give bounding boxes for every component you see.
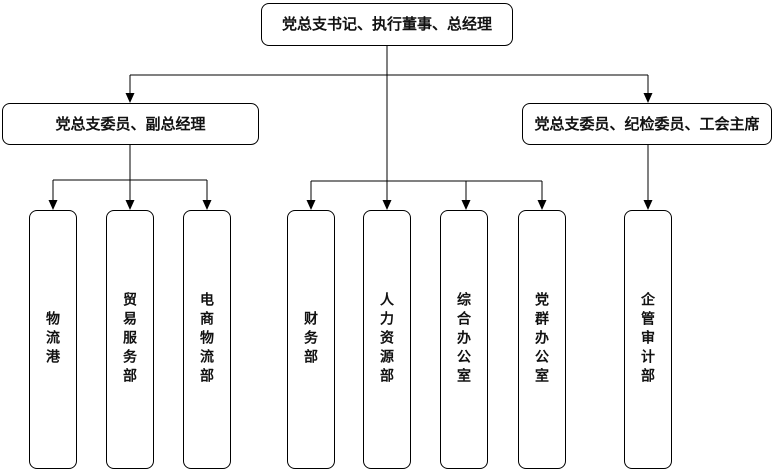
dept-label: 企管审计部 [640,292,656,387]
org-node-dept-audit: 企管审计部 [624,210,672,469]
org-node-deputy-manager-label: 党总支委员、副总经理 [55,115,206,133]
org-node-root-label: 党总支书记、执行董事、总经理 [281,16,492,33]
dept-label: 物流港 [45,311,61,368]
org-node-root: 党总支书记、执行董事、总经理 [261,3,513,46]
org-node-dept-general-office: 综合办公室 [440,210,488,469]
dept-label: 综合办公室 [456,292,472,387]
org-node-dept-party-mass-office: 党群办公室 [518,210,566,469]
dept-label: 党群办公室 [534,292,550,387]
org-node-deputy-manager: 党总支委员、副总经理 [2,103,259,145]
org-node-dept-finance: 财务部 [287,210,335,469]
org-node-dept-ecommerce-logistics: 电商物流部 [183,210,231,469]
dept-label: 贸易服务部 [122,292,138,387]
org-node-discipline-union-label: 党总支委员、纪检委员、工会主席 [534,115,760,133]
dept-label: 电商物流部 [199,292,215,387]
org-node-dept-logistics-port: 物流港 [29,210,77,469]
dept-label: 人力资源部 [379,292,395,387]
org-node-discipline-union: 党总支委员、纪检委员、工会主席 [522,103,772,145]
org-node-dept-human-resources: 人力资源部 [363,210,411,469]
dept-label: 财务部 [303,311,319,368]
org-node-dept-trade-service: 贸易服务部 [106,210,154,469]
